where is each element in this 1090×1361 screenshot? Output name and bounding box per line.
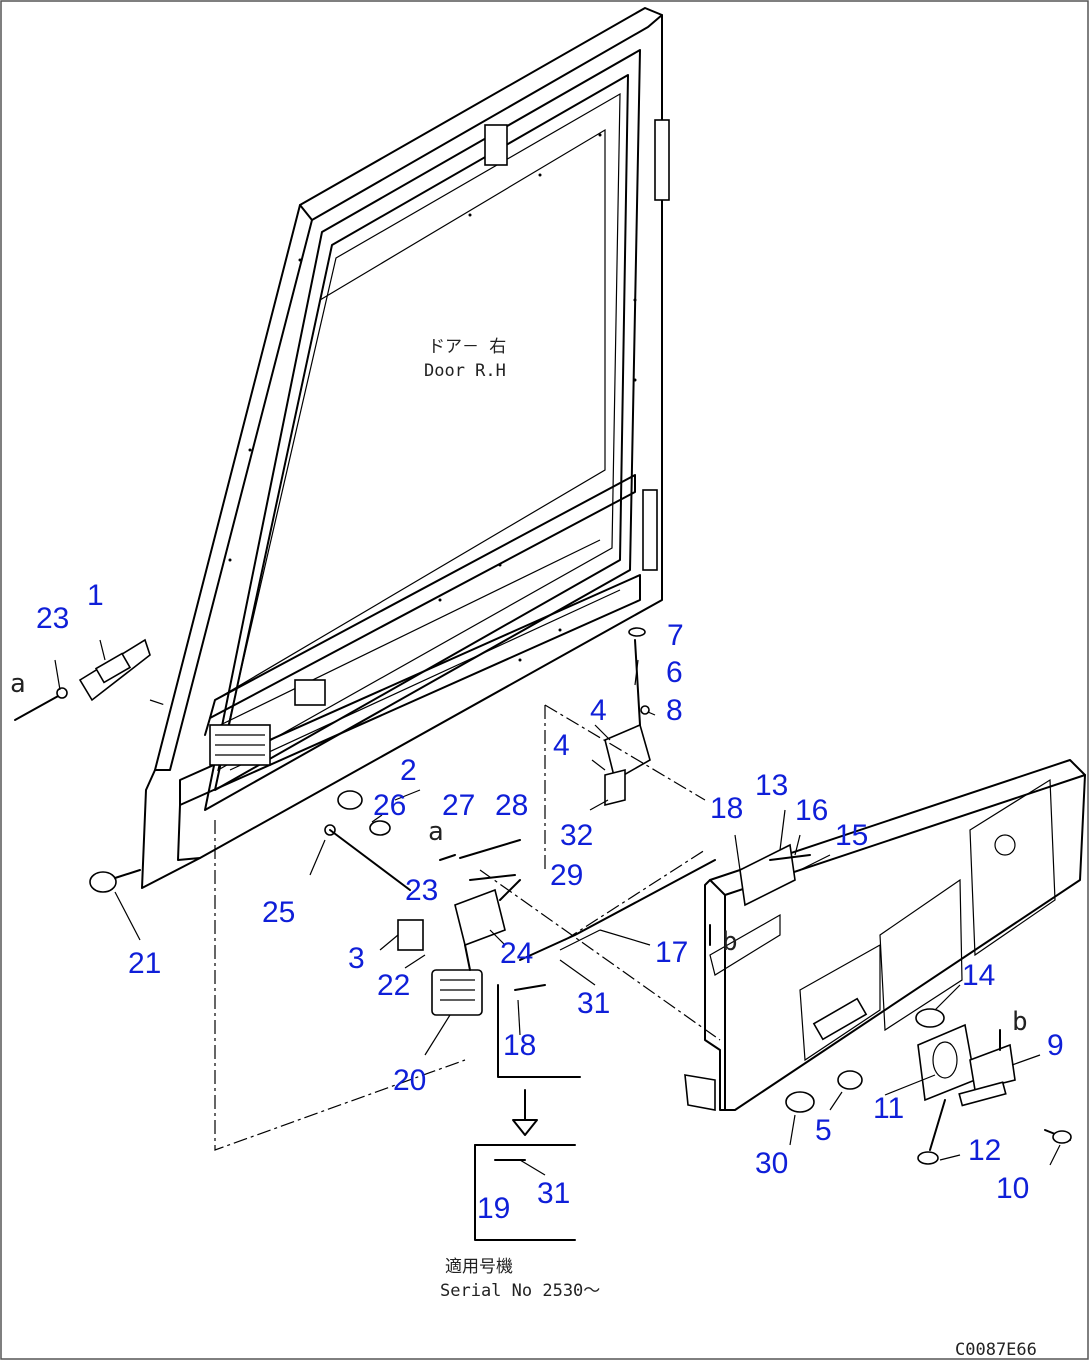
callout-19: 19 [477,1192,510,1225]
callout-7: 7 [667,619,684,652]
view-marker-b-handle: b [1012,1007,1028,1037]
callout-24: 24 [500,937,533,970]
callout-11: 11 [873,1092,904,1125]
callout-30: 30 [755,1147,788,1180]
callout-numbers: 1 2 3 4 4 5 6 7 8 9 10 11 12 13 14 15 16… [36,579,1064,1225]
callout-4-upper: 4 [590,694,607,727]
callout-6: 6 [666,656,683,689]
callout-16: 16 [795,794,828,827]
callout-31-detail: 31 [537,1177,570,1210]
callout-20: 20 [393,1064,426,1097]
callout-17: 17 [655,936,688,969]
view-marker-a-left: a [10,669,26,699]
leader-lines [54,639,1061,1176]
door-title-jp: ドア－ 右 [428,337,506,357]
callout-25: 25 [262,896,295,929]
drawing-code: C0087E66 [955,1340,1037,1360]
callout-10: 10 [996,1172,1029,1205]
view-marker-a-center: a [428,817,444,847]
callout-18-lower: 18 [503,1029,536,1062]
callout-14: 14 [962,959,995,992]
parts [14,627,1072,1241]
callout-27: 27 [442,789,475,822]
callout-13: 13 [755,769,788,802]
door-frame [141,7,670,889]
view-marker-b-panel: b [722,927,738,957]
callout-3: 3 [348,942,365,975]
callout-9: 9 [1047,1029,1064,1062]
callout-2: 2 [400,754,417,787]
callout-23-center: 23 [405,874,438,907]
callout-21: 21 [128,947,161,980]
door-title-en: Door R.H [424,361,506,381]
door-lower-panel [684,759,1086,1111]
callout-18-upper: 18 [710,792,743,825]
callout-22: 22 [377,969,410,1002]
callout-15: 15 [835,819,868,852]
callout-26: 26 [373,789,406,822]
callout-5: 5 [815,1114,832,1147]
callout-28: 28 [495,789,528,822]
callout-12: 12 [968,1134,1001,1167]
callout-32: 32 [560,819,593,852]
callout-31-main: 31 [577,987,610,1020]
serial-label-jp: 適用号機 [445,1257,513,1277]
callout-1: 1 [87,579,104,612]
callout-8: 8 [666,694,683,727]
callout-4-lower: 4 [553,729,570,762]
serial-label-en: Serial No 2530～ [440,1281,600,1301]
callout-29: 29 [550,859,583,892]
callout-23-left: 23 [36,602,69,635]
